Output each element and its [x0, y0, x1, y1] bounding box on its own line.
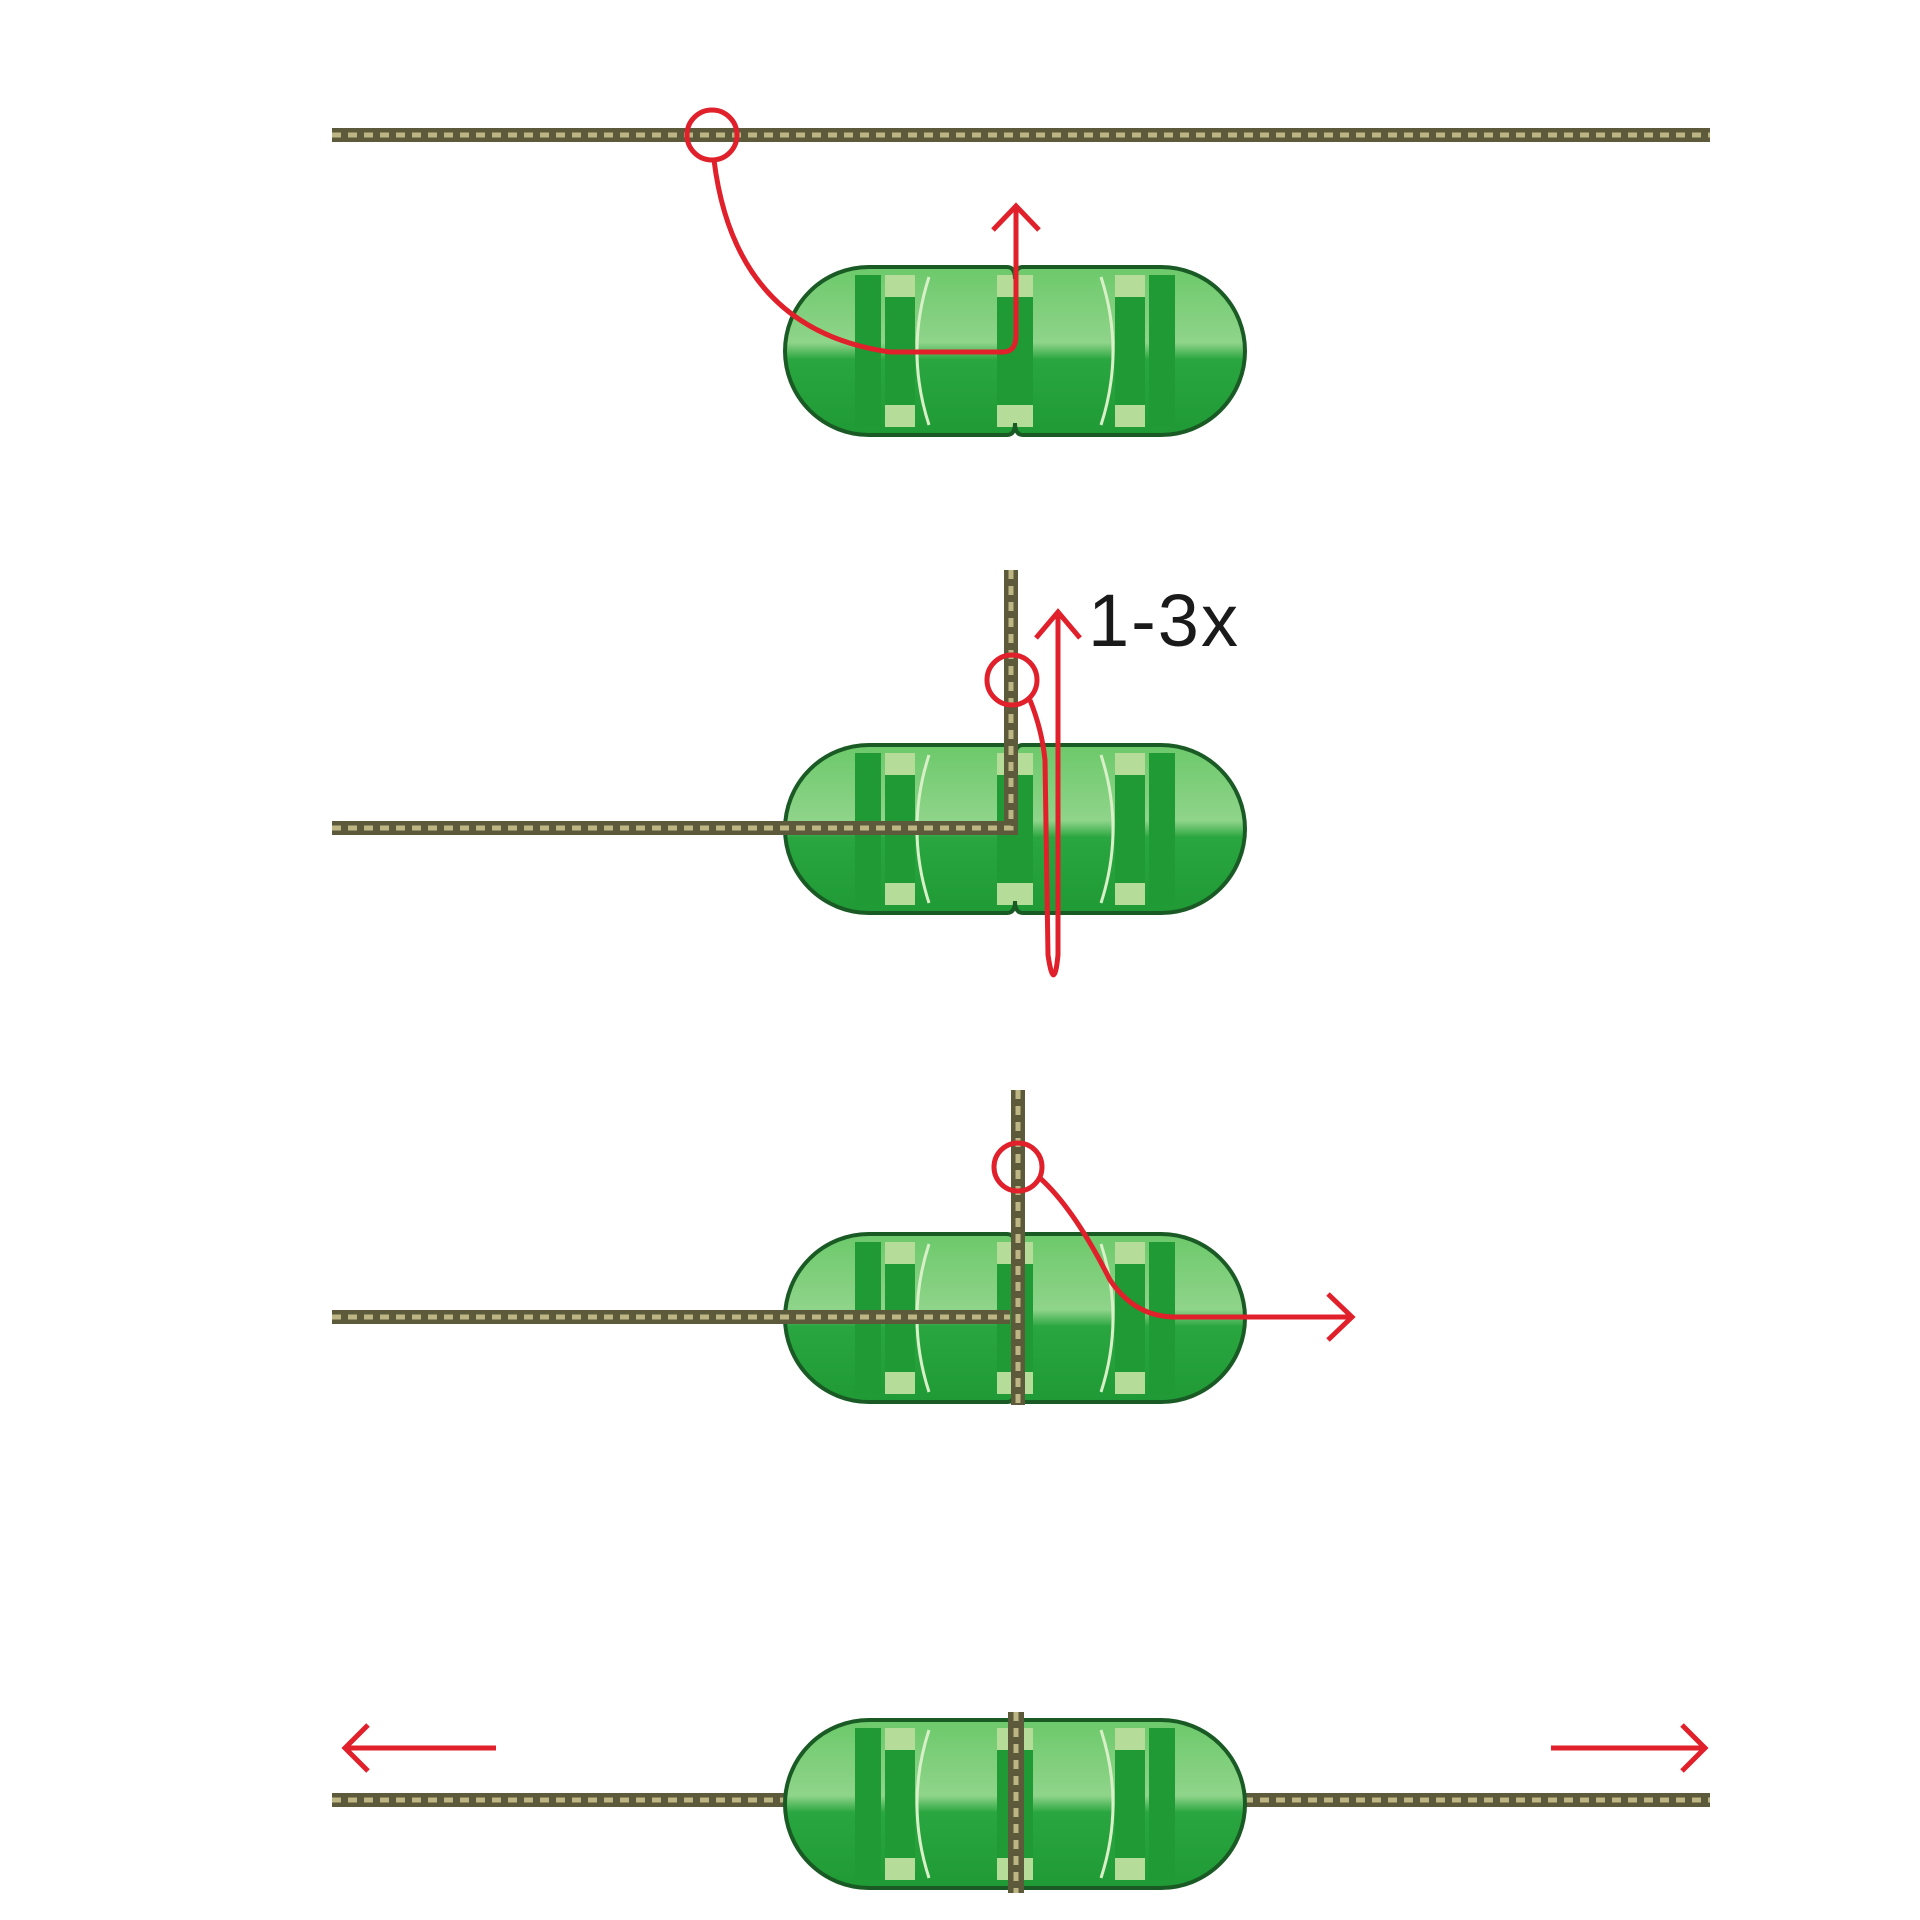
- step-1: [332, 107, 1710, 437]
- step-2: [332, 570, 1247, 978]
- pull-left-arrow: [341, 1723, 496, 1773]
- pull-right-arrow: [1551, 1723, 1709, 1773]
- step-4: [332, 1712, 1710, 1893]
- red-direction-arrow: [984, 608, 1082, 978]
- repeat-count-label: 1-3x: [1088, 579, 1240, 662]
- red-direction-arrow: [991, 1140, 1356, 1342]
- red-direction-arrow: [684, 107, 1041, 355]
- step-3: [332, 1090, 1356, 1405]
